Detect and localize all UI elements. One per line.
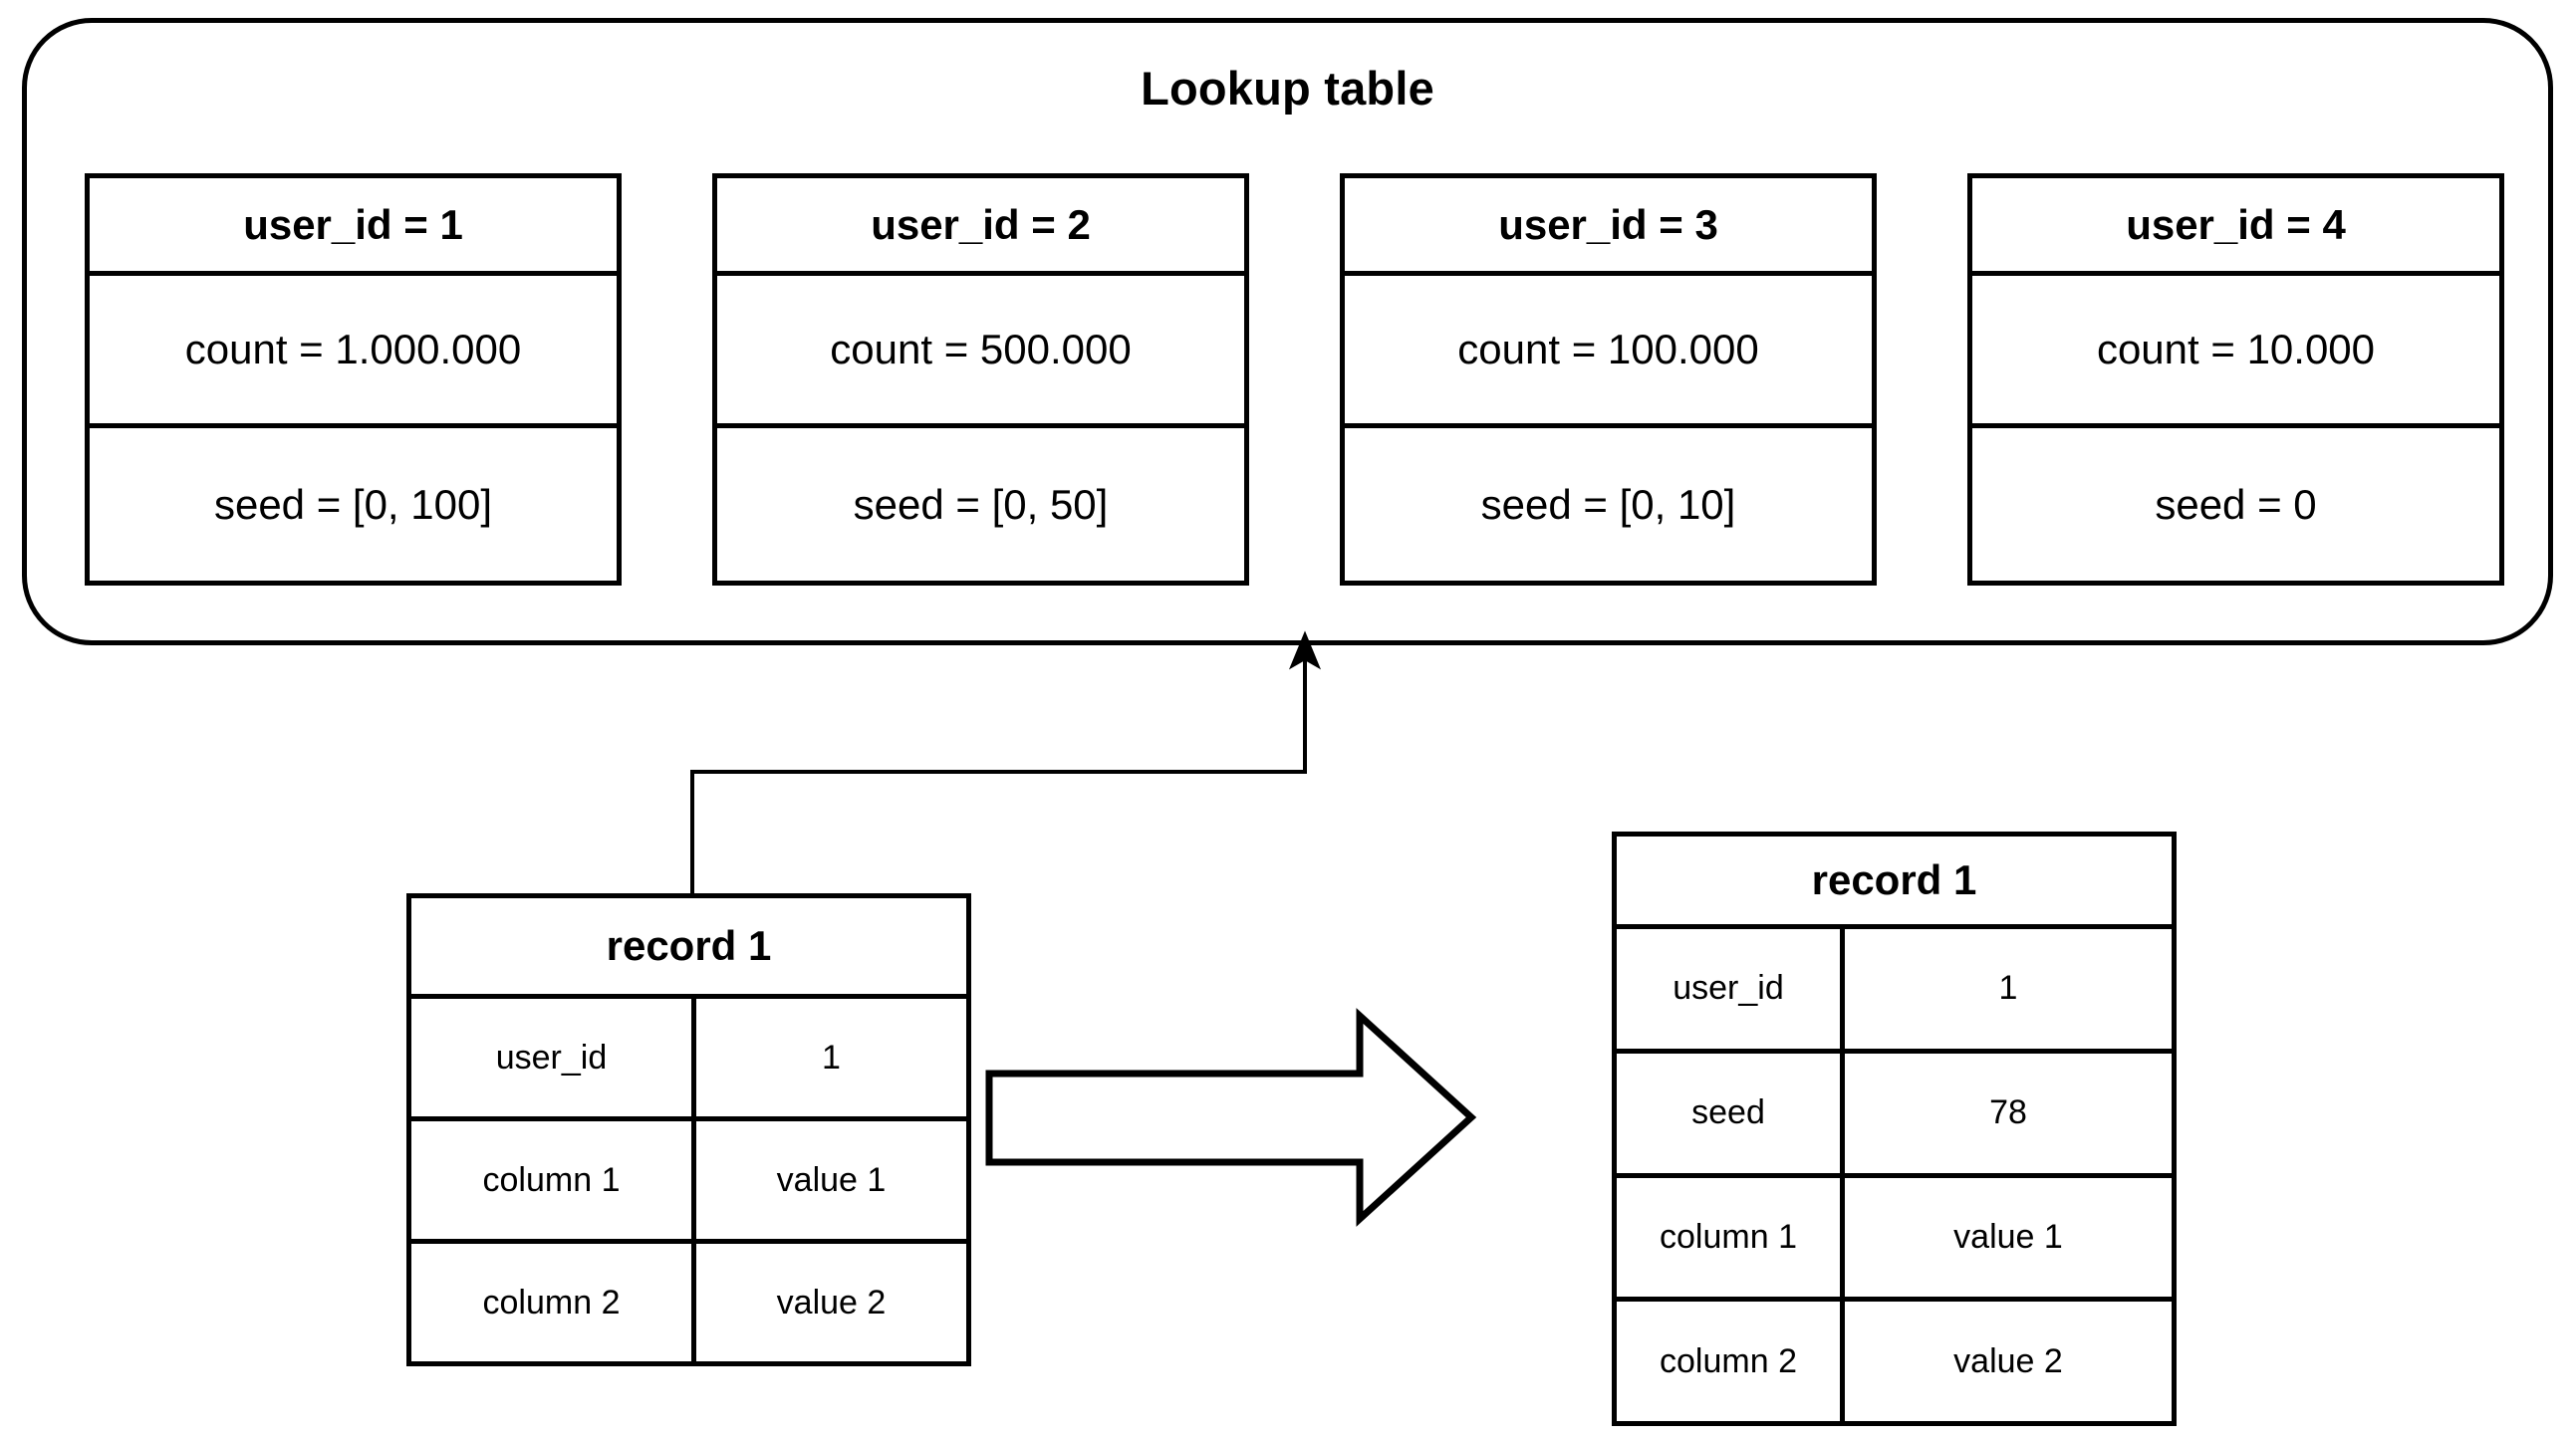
lookup-card-user-3[interactable]: user_id = 3 count = 100.000 seed = [0, 1… bbox=[1340, 173, 1877, 586]
record-field-key: user_id bbox=[1617, 929, 1845, 1049]
table-row: column 1 value 1 bbox=[1617, 1177, 2172, 1303]
record-field-key: column 2 bbox=[411, 1244, 696, 1361]
table-row: seed 78 bbox=[1617, 1053, 2172, 1178]
lookup-card-seed: seed = [0, 10] bbox=[1480, 480, 1736, 528]
record-field-key: column 2 bbox=[1617, 1302, 1845, 1421]
lookup-card-seed: seed = [0, 100] bbox=[213, 480, 493, 528]
record-title: record 1 bbox=[411, 898, 966, 999]
record-field-value: 1 bbox=[1998, 969, 2018, 1008]
lookup-card-seed: seed = 0 bbox=[2155, 480, 2317, 528]
record-field-value: 78 bbox=[1989, 1093, 2027, 1132]
lookup-card-user-2[interactable]: user_id = 2 count = 500.000 seed = [0, 5… bbox=[712, 173, 1249, 586]
lookup-card-count: count = 1.000.000 bbox=[90, 276, 617, 428]
lookup-card-header: user_id = 3 bbox=[1345, 178, 1872, 276]
record-field-key: column 1 bbox=[1617, 1177, 1845, 1298]
record-field-key: seed bbox=[1617, 1053, 1845, 1173]
table-row: column 2 value 2 bbox=[411, 1244, 966, 1361]
lookup-card-count: count = 500.000 bbox=[717, 276, 1244, 428]
table-row: column 2 value 2 bbox=[1617, 1302, 2172, 1421]
transform-block-arrow bbox=[985, 1008, 1477, 1227]
record-title: record 1 bbox=[1617, 837, 2172, 929]
lookup-card-header: user_id = 2 bbox=[717, 178, 1244, 276]
lookup-card-user-1[interactable]: user_id = 1 count = 1.000.000 seed = [0,… bbox=[85, 173, 622, 586]
lookup-card-count: count = 10.000 bbox=[1972, 276, 2499, 428]
lookup-card-header: user_id = 1 bbox=[90, 178, 617, 276]
lookup-card-user-4[interactable]: user_id = 4 count = 10.000 seed = 0 bbox=[1967, 173, 2504, 586]
record-table-after[interactable]: record 1 user_id 1 seed 78 column 1 valu… bbox=[1612, 832, 2177, 1426]
record-field-value: value 1 bbox=[1953, 1217, 2063, 1256]
lookup-table-title: Lookup table bbox=[1141, 62, 1434, 115]
record-field-value: value 1 bbox=[776, 1160, 887, 1199]
record-field-key: user_id bbox=[411, 999, 696, 1116]
record-field-key: column 1 bbox=[411, 1121, 696, 1239]
lookup-card-count: count = 100.000 bbox=[1345, 276, 1872, 428]
record-field-value: 1 bbox=[822, 1038, 841, 1077]
lookup-card-seed: seed = [0, 50] bbox=[853, 480, 1109, 528]
record-field-value: value 2 bbox=[776, 1283, 887, 1322]
lookup-card-header: user_id = 4 bbox=[1972, 178, 2499, 276]
record-to-lookup-connector bbox=[690, 630, 1322, 894]
record-field-value: value 2 bbox=[1953, 1341, 2063, 1380]
table-row: column 1 value 1 bbox=[411, 1121, 966, 1244]
record-table-before[interactable]: record 1 user_id 1 column 1 value 1 colu… bbox=[406, 893, 971, 1366]
table-row: user_id 1 bbox=[1617, 929, 2172, 1054]
table-row: user_id 1 bbox=[411, 999, 966, 1121]
